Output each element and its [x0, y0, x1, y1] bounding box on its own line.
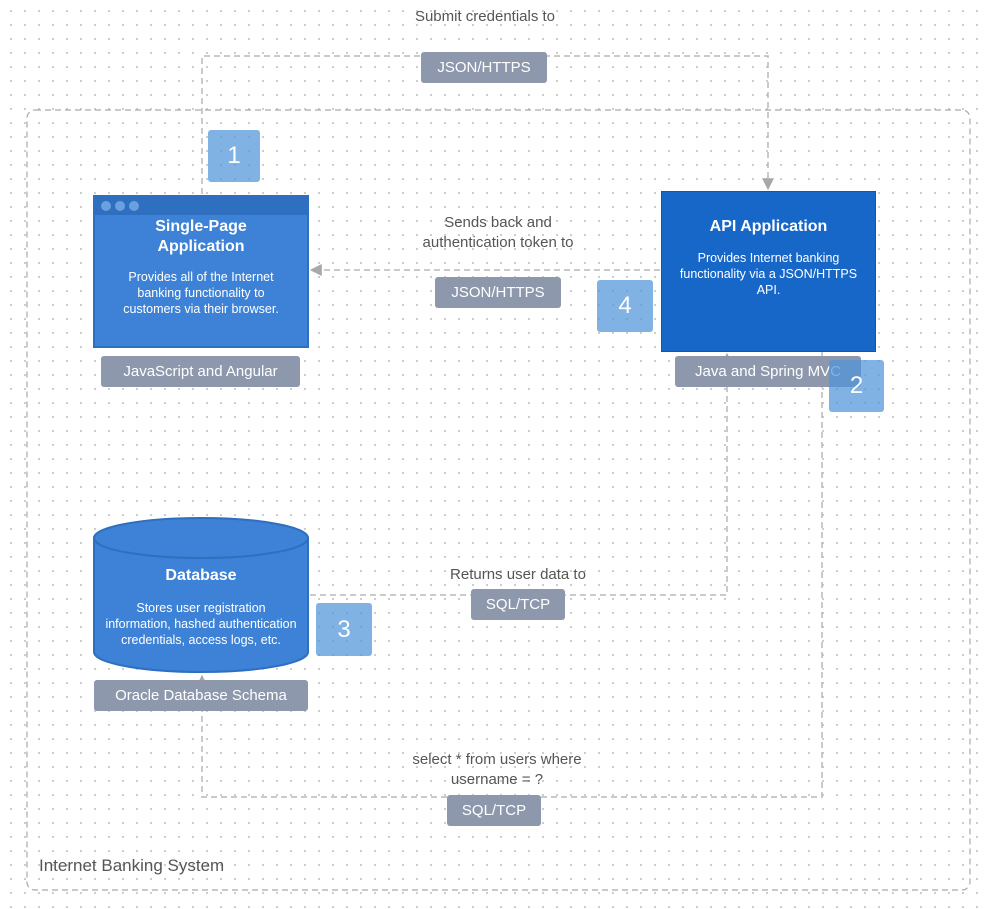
edge-returns-user-data[interactable] [310, 352, 733, 596]
edge-label-returns-user-data: Returns user data to [450, 566, 586, 583]
step-badge: 2 [829, 360, 884, 412]
single-page-application[interactable]: Single-Page Application Provides all of … [93, 195, 309, 348]
edge-label-submit-credentials: Submit credentials to [414, 8, 556, 25]
window-dot-icon [129, 201, 139, 211]
edge-tech-submit-credentials: JSON/HTTPS [421, 52, 547, 83]
edge-tech-sends-token: JSON/HTTPS [435, 277, 561, 308]
api-application[interactable]: API Application Provides Internet bankin… [661, 191, 876, 352]
database-cylinder[interactable] [93, 517, 309, 673]
window-dot-icon [115, 201, 125, 211]
database-description: Stores user registration information, ha… [105, 601, 297, 647]
database-technology: Oracle Database Schema [94, 680, 308, 711]
spa-description: Provides all of the Internet banking fun… [123, 270, 279, 316]
step-badge: 1 [208, 130, 260, 182]
spa-title: Single-Page Application [155, 218, 247, 255]
edge-tech-select-users: SQL/TCP [447, 795, 541, 826]
api-description: Provides Internet banking functionality … [679, 251, 858, 297]
browser-window-bar [95, 197, 307, 215]
edge-label-sends-token: Sends back and authentication token to [422, 214, 574, 251]
system-boundary [26, 109, 971, 891]
edge-tech-returns-user-data: SQL/TCP [471, 589, 565, 620]
database-text: Database Stores user registration inform… [93, 566, 309, 648]
edge-label-select-users: select * from users where username = ? [412, 751, 582, 788]
step-badge: 3 [316, 603, 372, 656]
database-title: Database [165, 567, 237, 584]
spa-technology: JavaScript and Angular [101, 356, 300, 387]
window-dot-icon [101, 201, 111, 211]
api-title: API Application [709, 218, 828, 235]
step-badge: 4 [597, 280, 653, 332]
system-boundary-label: Internet Banking System [39, 856, 225, 875]
